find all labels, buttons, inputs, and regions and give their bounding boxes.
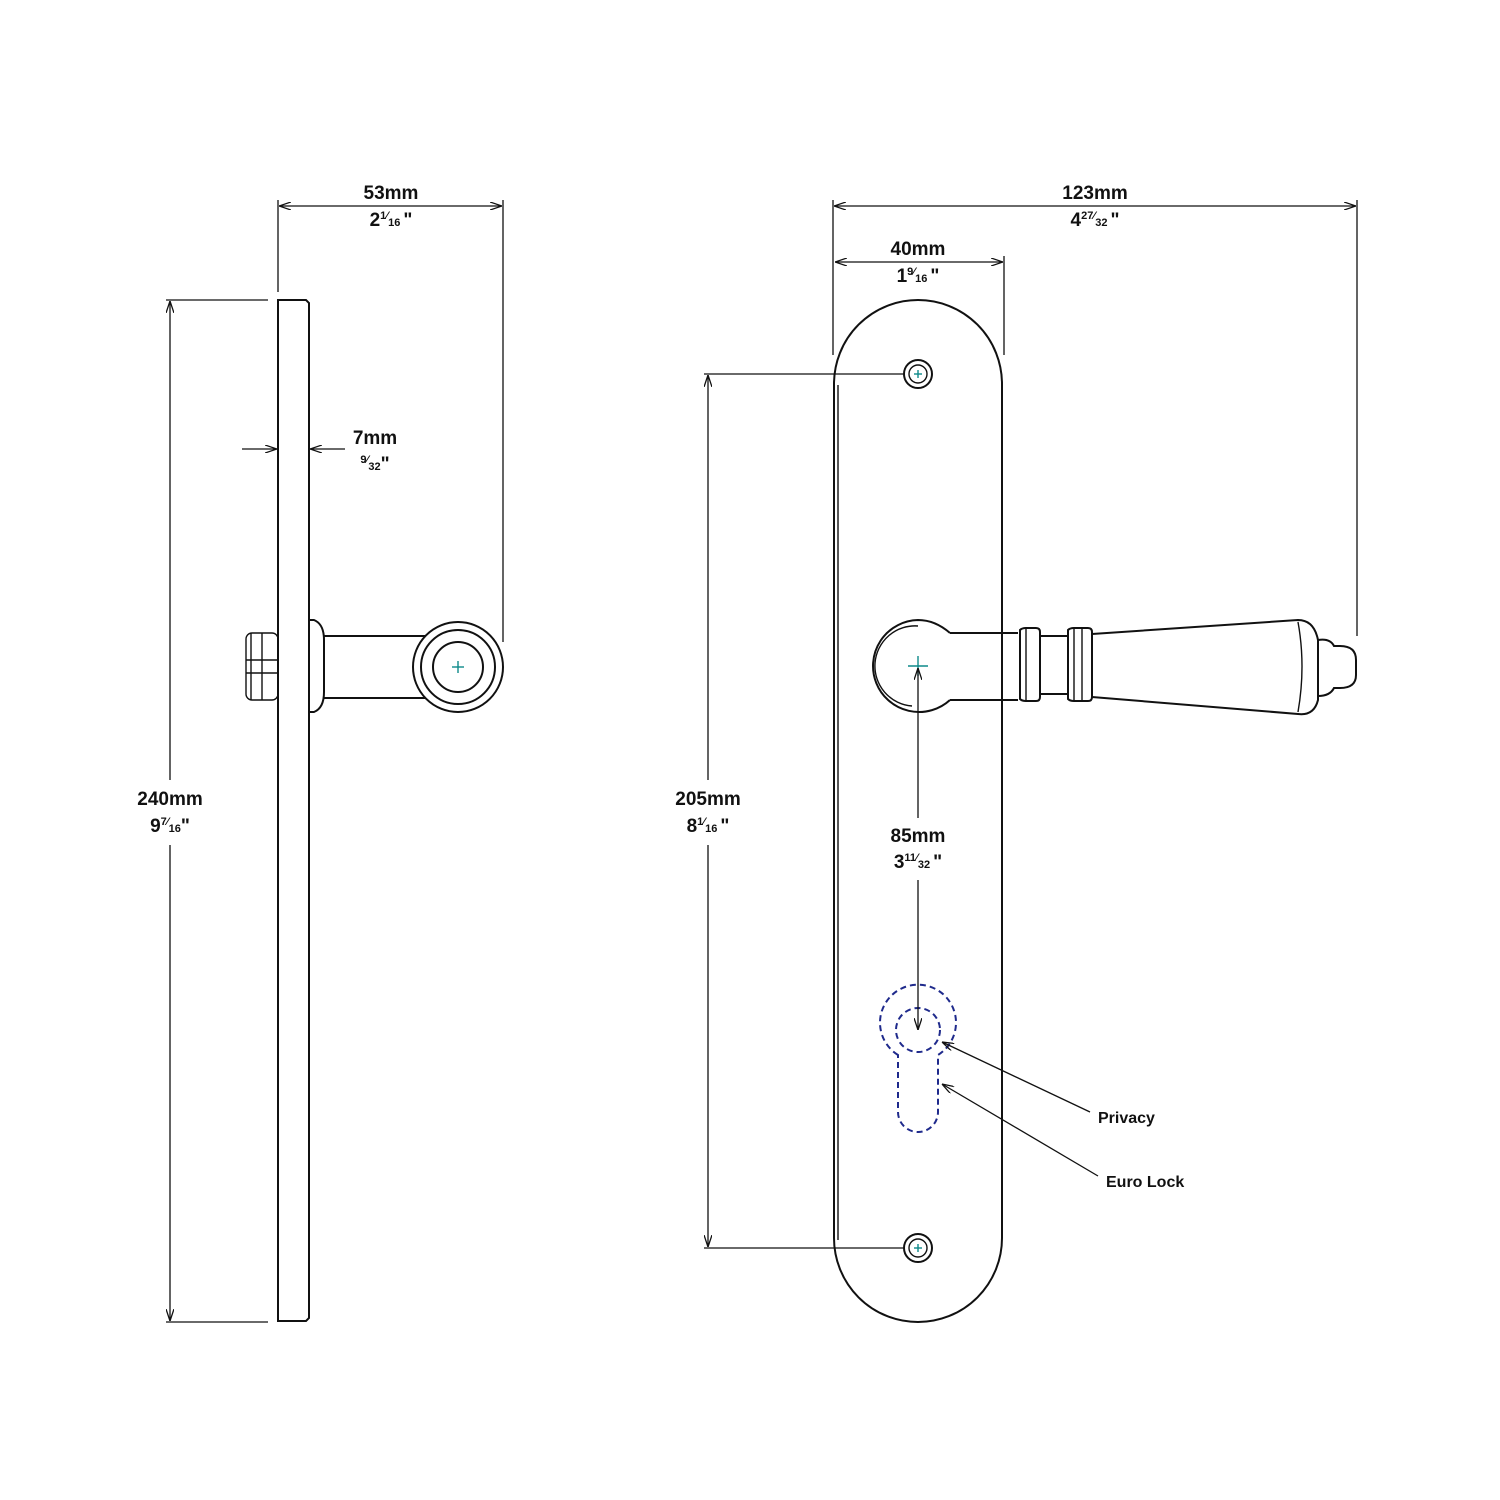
dim-overall-width-inch: 427⁄32" [1071, 210, 1120, 231]
front-backplate [833, 299, 1003, 1323]
dim-backset-mm: 85mm [891, 826, 946, 847]
side-lever-inner-ring [432, 641, 484, 693]
dim-depth-mm: 53mm [364, 183, 419, 204]
euro-lock-cutout [879, 983, 957, 1133]
front-lever [950, 632, 1018, 701]
lever-end-knob [1317, 638, 1357, 697]
dim-backset: 85mm 311⁄32" [891, 668, 946, 1030]
dim-plate-width-inch: 19⁄16" [897, 266, 940, 287]
lever-body [1091, 618, 1319, 716]
callout-privacy: Privacy [942, 1042, 1155, 1127]
front-view: 85mm 311⁄32" 205mm 81⁄16" 40mm 19⁄16" [675, 183, 1358, 1323]
dim-thickness: 7mm 9⁄32" [242, 428, 397, 475]
dim-backset-inch: 311⁄32" [894, 852, 942, 873]
side-center-mark [452, 661, 464, 673]
dim-plate-width: 40mm 19⁄16" [835, 239, 1005, 355]
callout-euro-lock: Euro Lock [942, 1084, 1184, 1191]
side-spindle [245, 632, 279, 701]
callout-privacy-label: Privacy [1098, 1110, 1155, 1127]
dim-plate-width-mm: 40mm [891, 239, 946, 260]
side-view: 53mm 21⁄16" 7mm 9⁄32" 240mm 97⁄16" [137, 183, 504, 1323]
dim-depth: 53mm 21⁄16" [277, 183, 504, 642]
top-screw-icon [903, 359, 933, 389]
side-rose [309, 619, 325, 713]
dim-fixing-centres-mm: 205mm [675, 789, 741, 810]
side-lever-neck [324, 635, 425, 699]
side-lever-outer-ring [412, 621, 504, 713]
dim-overall-width: 123mm 427⁄32" [832, 183, 1358, 636]
dim-fixing-centres: 205mm 81⁄16" [675, 373, 904, 1249]
dim-thickness-mm: 7mm [353, 428, 397, 449]
dim-height-inch: 97⁄16" [150, 816, 190, 837]
dim-fixing-centres-inch: 81⁄16" [687, 816, 730, 837]
dim-height-mm: 240mm [137, 789, 203, 810]
side-backplate [277, 299, 310, 1322]
callout-euro-lock-label: Euro Lock [1106, 1174, 1184, 1191]
dim-overall-width-mm: 123mm [1062, 183, 1128, 204]
bottom-screw-icon [903, 1233, 933, 1263]
side-lever-mid-ring [420, 629, 496, 705]
lever-collar [1019, 627, 1093, 702]
dim-thickness-inch: 9⁄32" [360, 454, 389, 475]
dim-depth-inch: 21⁄16" [370, 210, 413, 231]
dim-height: 240mm 97⁄16" [137, 299, 268, 1323]
